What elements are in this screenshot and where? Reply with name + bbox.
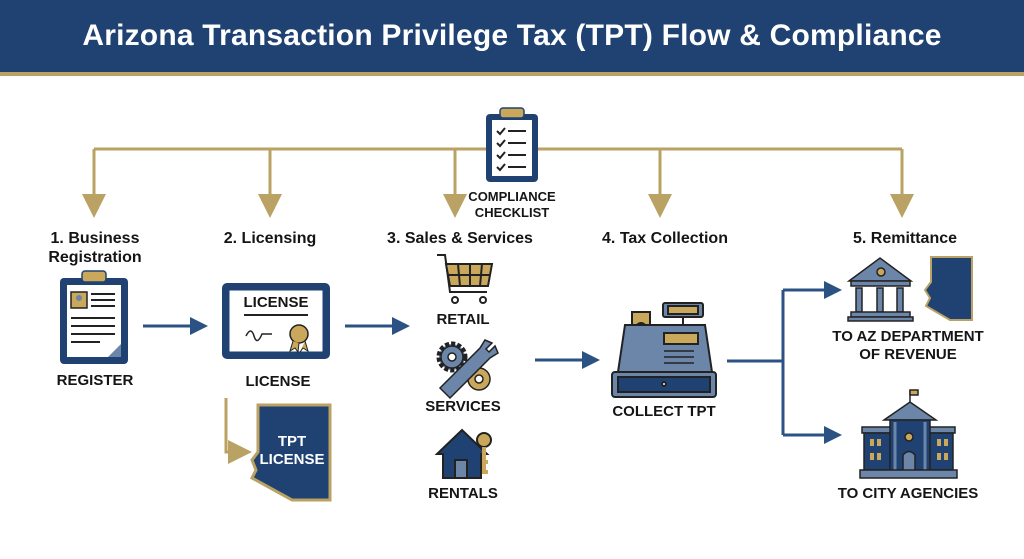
arizona-state-icon [923,256,973,321]
cash-register-icon [611,302,717,398]
step-1-title-line2: Registration [48,249,142,267]
az-dor-line2: OF REVENUE [859,346,957,363]
certificate-text: LICENSE [243,294,309,311]
services-label: SERVICES [425,398,501,415]
page-title: Arizona Transaction Privilege Tax (TPT) … [82,19,942,52]
tpt-line1: TPT [277,433,307,450]
rental-house-key-icon [434,428,492,479]
license-label: LICENSE [245,373,311,390]
rentals-label: RENTALS [428,485,498,502]
registration-form-icon [60,270,128,364]
register-label: REGISTER [56,372,134,389]
flow-arrows [143,281,842,444]
step-1-title-line1: 1. Business [50,230,140,247]
services-gear-wrench-icon [436,339,499,400]
city-hall-icon [859,389,958,479]
compliance-label-line2: CHECKLIST [474,204,550,220]
step-4-title: 4. Tax Collection [602,230,728,247]
shopping-cart-icon [437,254,494,304]
step-5-title: 5. Remittance [852,230,958,247]
city-agencies-label: TO CITY AGENCIES [837,485,979,502]
government-building-icon [846,257,914,322]
license-certificate-icon [222,283,330,359]
tpt-line2: LICENSE [259,451,325,468]
arizona-tpt-license-icon [250,403,332,502]
compliance-label-line1: COMPLIANCE [468,189,556,204]
step-2-title: 2. Licensing [223,230,317,247]
step-3-title: 3. Sales & Services [387,230,533,247]
az-dor-line1: TO AZ DEPARTMENT [832,328,984,345]
header-banner: Arizona Transaction Privilege Tax (TPT) … [0,0,1024,76]
retail-label: RETAIL [436,311,490,328]
checklist-clipboard-icon [486,107,538,182]
collect-tpt-label: COLLECT TPT [612,403,716,420]
